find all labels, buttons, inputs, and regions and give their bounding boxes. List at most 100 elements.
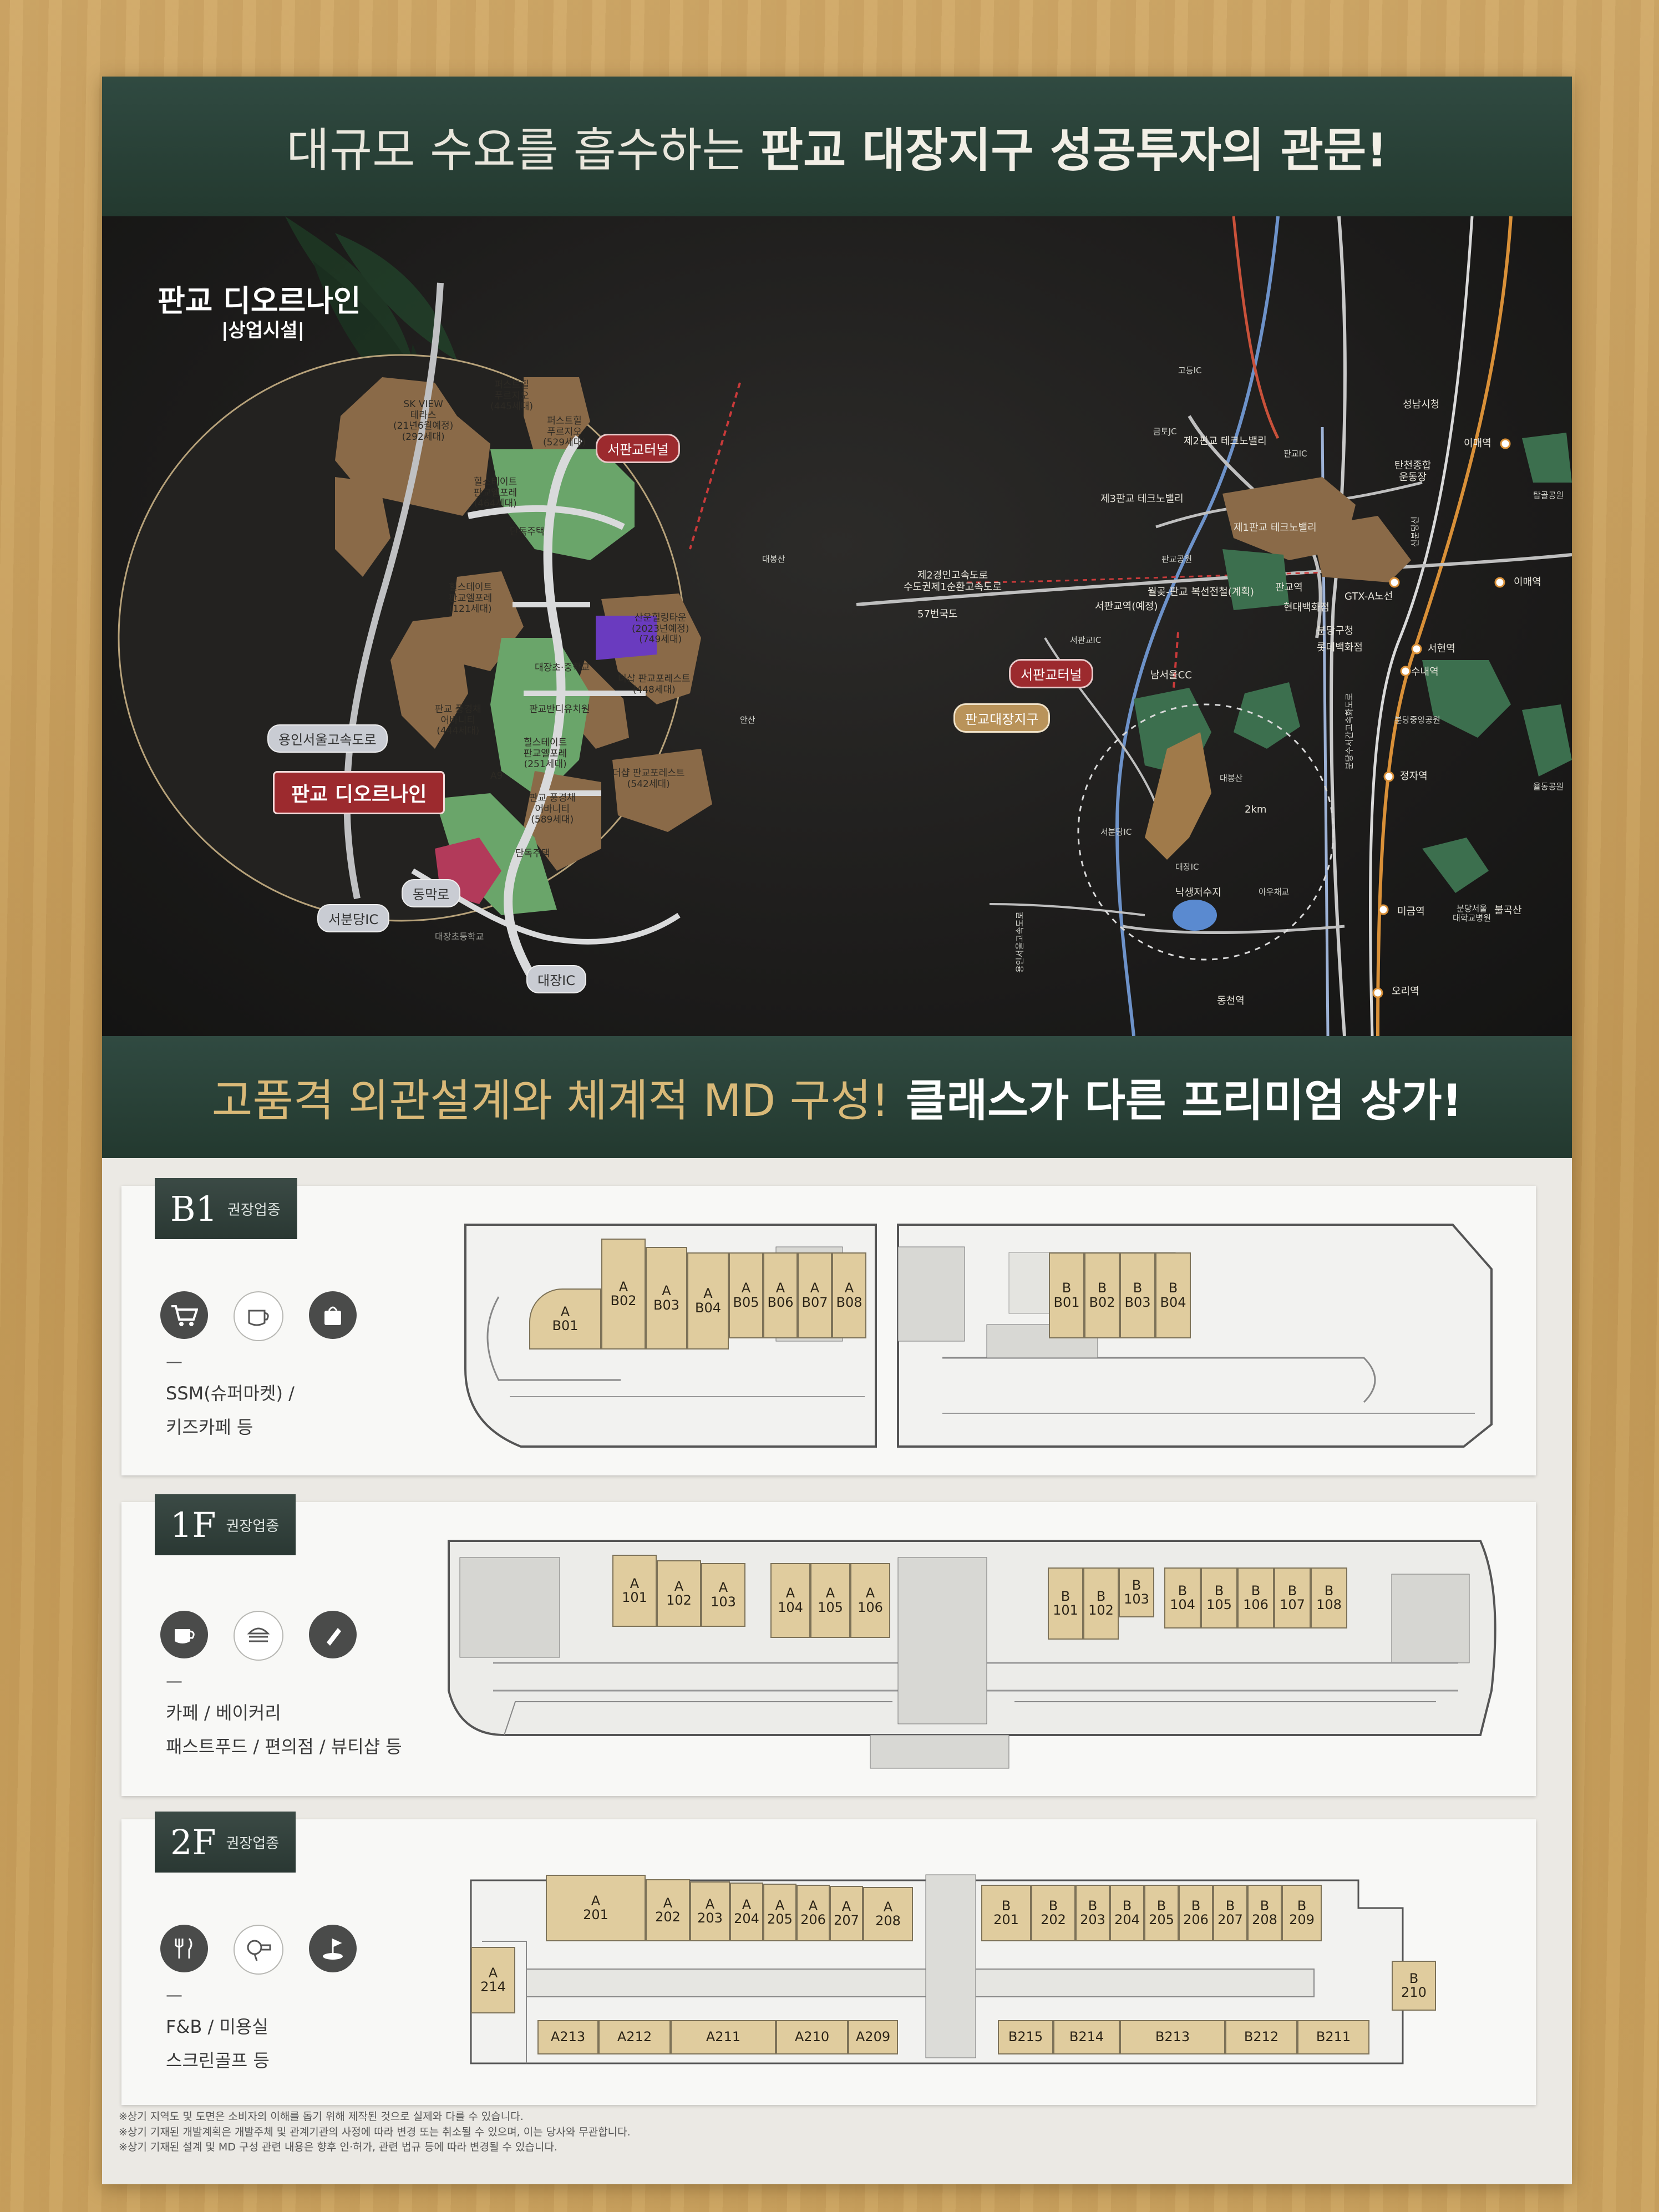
unit-b-b02[interactable]: B B02 (1084, 1252, 1120, 1338)
unit-b-201[interactable]: B 201 (981, 1885, 1031, 1941)
b1-icon-row (160, 1291, 357, 1341)
unit-a-206[interactable]: A 206 (796, 1885, 830, 1941)
region-label: 롯데백화점 (1317, 642, 1363, 653)
unit-a-103[interactable]: A 103 (701, 1563, 745, 1627)
unit-a-101[interactable]: A 101 (612, 1555, 657, 1627)
unit-a-207[interactable]: A 207 (830, 1886, 863, 1941)
unit-a-210[interactable]: A210 (776, 2020, 848, 2054)
unit-a-b03[interactable]: A B03 (646, 1247, 687, 1349)
unit-b-203[interactable]: B 203 (1075, 1885, 1110, 1941)
region-label: 수내역 (1411, 666, 1439, 678)
headline-top-part1: 대규모 수요를 흡수하는 (286, 123, 745, 177)
unit-b-202[interactable]: B 202 (1031, 1885, 1075, 1941)
unit-a-205[interactable]: A 205 (763, 1884, 796, 1941)
b1-recommended-types: SSM(슈퍼마켓) / 키즈카페 등 (166, 1383, 295, 1438)
unit-a-212[interactable]: A212 (598, 2020, 671, 2054)
unit-b-205[interactable]: B 205 (1144, 1885, 1179, 1941)
circle-map-label: 단독주택 (515, 848, 550, 859)
circle-map-label: 대장초·중학교 (535, 662, 590, 673)
unit-a-211[interactable]: A211 (671, 2020, 776, 2054)
unit-b-b01[interactable]: B B01 (1049, 1252, 1084, 1338)
unit-a-b01[interactable]: A B01 (529, 1288, 601, 1349)
unit-b-214[interactable]: B214 (1053, 2020, 1120, 2054)
region-label: 정자역 (1400, 770, 1428, 782)
unit-b-207[interactable]: B 207 (1213, 1885, 1247, 1941)
unit-a-202[interactable]: A 202 (646, 1879, 690, 1941)
headline-mid-part1: 고품격 외관설계와 체계적 MD 구성! (211, 1075, 889, 1127)
region-label: 분당서울 대학교병원 (1453, 904, 1491, 924)
lipstick-icon (309, 1611, 357, 1658)
region-label: 용인서울고속도로 (1014, 911, 1025, 973)
unit-b-213[interactable]: B213 (1120, 2020, 1225, 2054)
unit-a-213[interactable]: A213 (537, 2020, 598, 2054)
unit-a-b02[interactable]: A B02 (601, 1239, 646, 1349)
unit-b-b03[interactable]: B B03 (1120, 1252, 1155, 1338)
unit-a-105[interactable]: A 105 (810, 1563, 850, 1638)
unit-b-206[interactable]: B 206 (1179, 1885, 1213, 1941)
desc-dash: — (166, 1986, 182, 2005)
region-label: 월곶-판교 복선전철(계획) (1148, 586, 1254, 598)
unit-a-b05[interactable]: A B05 (729, 1252, 763, 1338)
unit-b-105[interactable]: B 105 (1201, 1567, 1237, 1628)
unit-b-106[interactable]: B 106 (1237, 1567, 1274, 1628)
unit-b-212[interactable]: B212 (1225, 2020, 1297, 2054)
region-label: 판교역 (1275, 582, 1303, 593)
unit-b-211[interactable]: B211 (1297, 2020, 1369, 2054)
unit-b-101[interactable]: B 101 (1048, 1567, 1083, 1640)
unit-b-107[interactable]: B 107 (1274, 1567, 1311, 1628)
unit-a-104[interactable]: A 104 (770, 1563, 810, 1638)
unit-a-209[interactable]: A209 (848, 2020, 898, 2054)
circle-map-label: 대장초등학교 (435, 931, 484, 942)
region-label: 오리역 (1392, 986, 1419, 997)
unit-b-215[interactable]: B215 (998, 2020, 1053, 2054)
unit-b-103[interactable]: B 103 (1119, 1567, 1154, 1617)
region-label: 제2판교 테크노밸리 (1184, 435, 1267, 447)
station-dots (1372, 438, 1511, 998)
unit-b-b04[interactable]: B B04 (1155, 1252, 1191, 1338)
unit-b-210[interactable]: B 210 (1392, 1961, 1436, 2011)
region-label: 분당중앙공원 (1394, 715, 1440, 725)
unit-a-208[interactable]: A 208 (863, 1887, 913, 1941)
unit-a-204[interactable]: A 204 (730, 1883, 763, 1941)
circle-map-label: 힐스테이트 판교엘포레 (464세대) (474, 476, 518, 510)
unit-a-b06[interactable]: A B06 (763, 1252, 798, 1338)
circle-map-label: 더샵 판교포레스트 (542세대) (612, 768, 685, 790)
region-label: 금토JC (1153, 427, 1177, 437)
unit-b-102[interactable]: B 102 (1083, 1567, 1119, 1640)
circle-map-label: 더샵 판교포레스트 (448세대) (618, 673, 691, 696)
floor-tag-b1: B1 권장업종 (155, 1178, 297, 1239)
unit-a-102[interactable]: A 102 (657, 1560, 701, 1627)
region-label: 이매역 (1464, 438, 1491, 449)
seobundang-ic-label: 서분당IC (317, 904, 390, 932)
unit-a-214[interactable]: A 214 (471, 1947, 515, 2013)
region-label: 서현역 (1428, 643, 1455, 655)
circle-map-label: 퍼스트힐 푸르지오 (445세대) (490, 379, 533, 413)
unit-a-b07[interactable]: A B07 (798, 1252, 832, 1338)
yongin-expressway-label: 용인서울고속도로 (267, 724, 388, 753)
floor-panel-2f: 2F 권장업종 — F&B / 미용실 스크린골프 등 A 201 A 202 … (121, 1812, 1536, 2105)
unit-b-208[interactable]: B 208 (1247, 1885, 1282, 1941)
unit-a-201[interactable]: A 201 (546, 1875, 646, 1941)
region-label: 대봉산 (1220, 773, 1243, 783)
unit-b-104[interactable]: B 104 (1164, 1567, 1201, 1628)
region-label: 동천역 (1217, 995, 1245, 1007)
floor-sub-label: 권장업종 (227, 1201, 281, 1219)
unit-b-209[interactable]: B 209 (1282, 1885, 1322, 1941)
dongmak-ro-label: 동막로 (402, 879, 461, 907)
unit-a-b08[interactable]: A B08 (832, 1252, 866, 1338)
burger-icon (234, 1611, 283, 1661)
region-label: 판교IC (1283, 449, 1307, 459)
unit-b-204[interactable]: B 204 (1110, 1885, 1144, 1941)
region-label: 서분당IC (1100, 827, 1132, 837)
footnotes: ※상기 지역도 및 도면은 소비자의 이해를 돕기 위해 제작된 것으로 실제와… (119, 2109, 631, 2155)
unit-a-b04[interactable]: A B04 (687, 1252, 729, 1349)
unit-b-108[interactable]: B 108 (1311, 1567, 1347, 1628)
headline-top-part2: 판교 대장지구 성공투자의 관문! (760, 123, 1388, 177)
top-headline: 대규모 수요를 흡수하는 판교 대장지구 성공투자의 관문! (102, 77, 1572, 216)
unit-a-203[interactable]: A 203 (690, 1881, 730, 1941)
region-label: 분당구청 (1317, 625, 1354, 637)
cart-icon (160, 1291, 208, 1339)
2f-recommended-types: F&B / 미용실 스크린골프 등 (166, 2016, 270, 2071)
floor-label: B1 (170, 1188, 218, 1229)
unit-a-106[interactable]: A 106 (850, 1563, 890, 1638)
